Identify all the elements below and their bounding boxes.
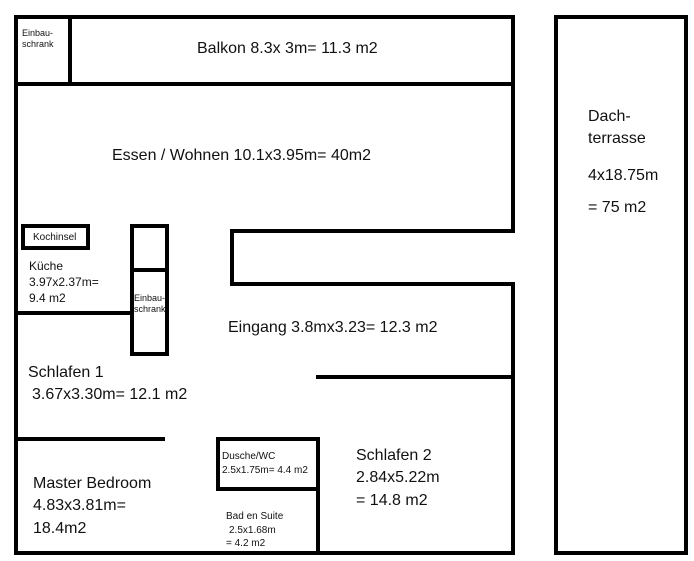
label-balkon: Balkon 8.3x 3m= 11.3 m2 — [197, 40, 378, 57]
label-essen-wohnen: Essen / Wohnen 10.1x3.95m= 40m2 — [112, 147, 371, 164]
label-dusche-wc: Dusche/WC 2.5x1.75m= 4.4 m2 — [222, 451, 308, 476]
label-schlafen-1: Schlafen 1 3.67x3.30m= 12.1 m2 — [28, 364, 188, 404]
label-einbauschrank-2: Einbau- schrank — [134, 293, 166, 314]
wall-dusche — [216, 437, 320, 491]
label-eingang: Eingang 3.8mx3.23= 12.3 m2 — [228, 319, 438, 336]
dachterrasse-box — [554, 15, 688, 555]
einbauschrank-2-box — [130, 224, 169, 356]
label-kochinsel: Kochinsel — [33, 232, 77, 243]
label-master-bedroom: Master Bedroom 4.83x3.81m= 18.4m2 — [33, 475, 152, 537]
wall-eingang-nook — [230, 229, 515, 286]
label-bad-en-suite: Bad en Suite 2.5x1.68m = 4.2 m2 — [226, 511, 284, 549]
label-dachterrasse: Dach- terrasse 4x18.75m = 75 m2 — [588, 108, 659, 217]
kochinsel-box — [21, 224, 90, 250]
label-einbauschrank-1: Einbau- schrank — [22, 28, 54, 49]
label-kueche: Küche 3.97x2.37m= 9.4 m2 — [29, 259, 99, 306]
label-schlafen-2: Schlafen 2 2.84x5.22m = 14.8 m2 — [356, 447, 440, 509]
